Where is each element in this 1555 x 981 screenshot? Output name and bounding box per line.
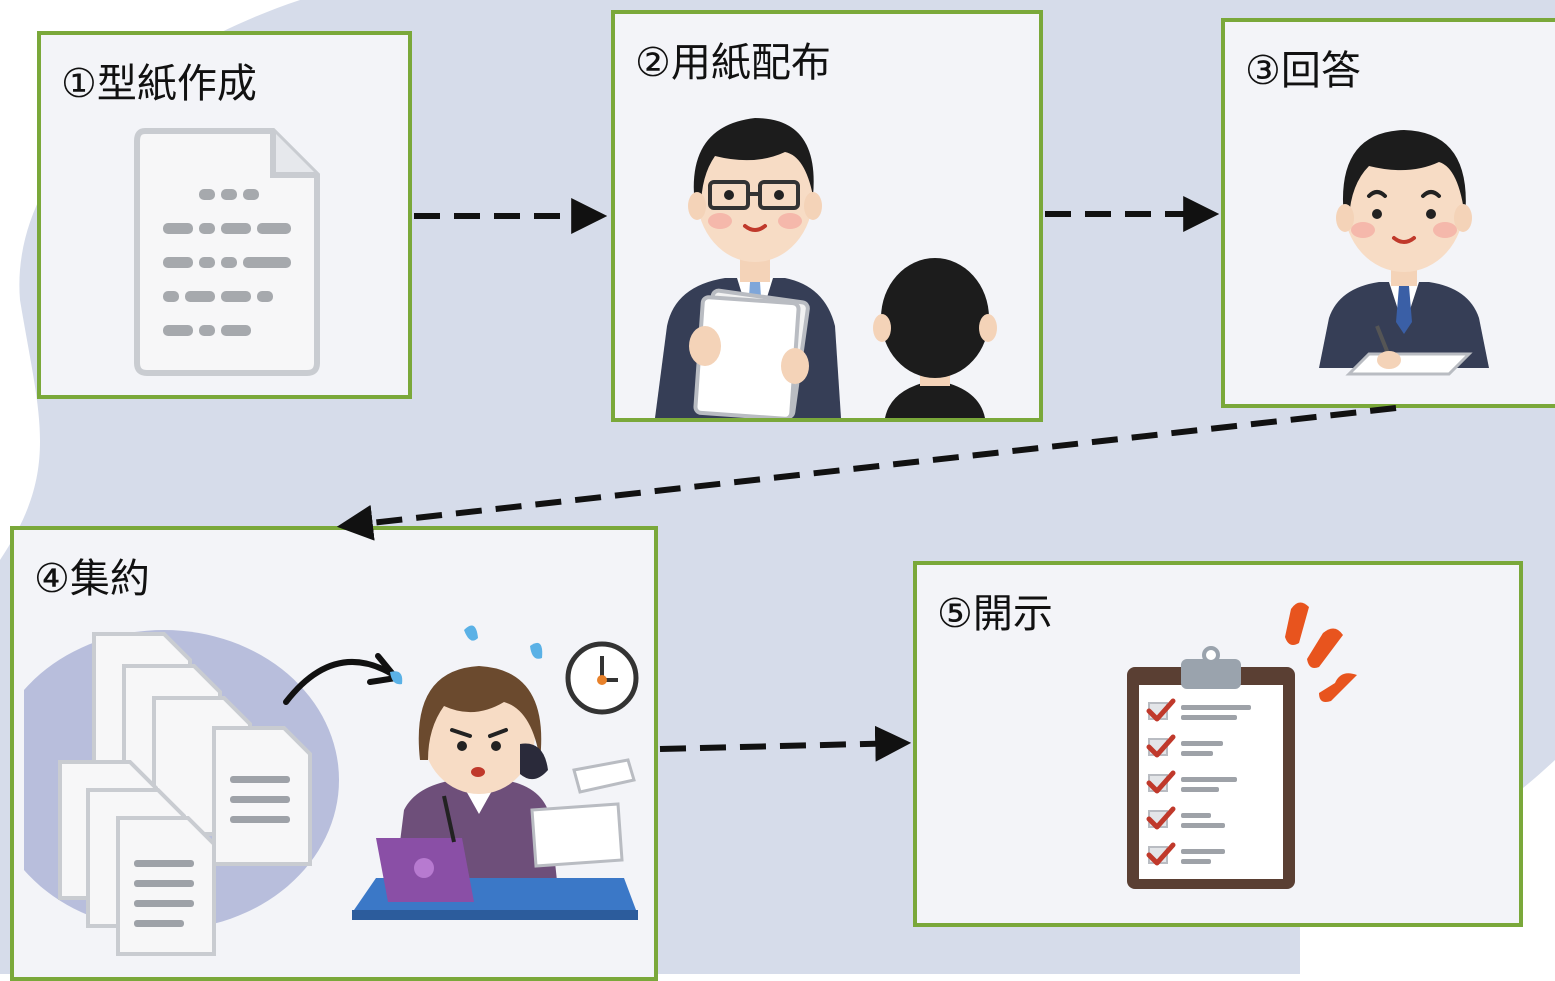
step-5-disclose-box: ⑤開示 <box>913 561 1523 927</box>
businessman-writing-icon <box>1319 130 1489 376</box>
step-5-title: ⑤開示 <box>937 591 1053 637</box>
step-3-title: ③回答 <box>1245 48 1361 94</box>
step-3-answer-box: ③回答 <box>1221 18 1555 408</box>
step-2-title: ②用紙配布 <box>635 40 831 86</box>
document-icon <box>134 128 320 376</box>
busy-office-worker-icon <box>24 625 639 956</box>
businessman-handing-paper-icon <box>655 118 997 418</box>
step-1-title: ①型紙作成 <box>61 61 257 107</box>
step-2-distribute-box: ②用紙配布 <box>611 10 1043 422</box>
step-4-title: ④集約 <box>34 556 150 602</box>
step-4-collect-box: ④集約 <box>10 526 658 981</box>
clipboard-checklist-icon <box>1127 602 1357 889</box>
step-1-template-box: ①型紙作成 <box>37 31 412 399</box>
